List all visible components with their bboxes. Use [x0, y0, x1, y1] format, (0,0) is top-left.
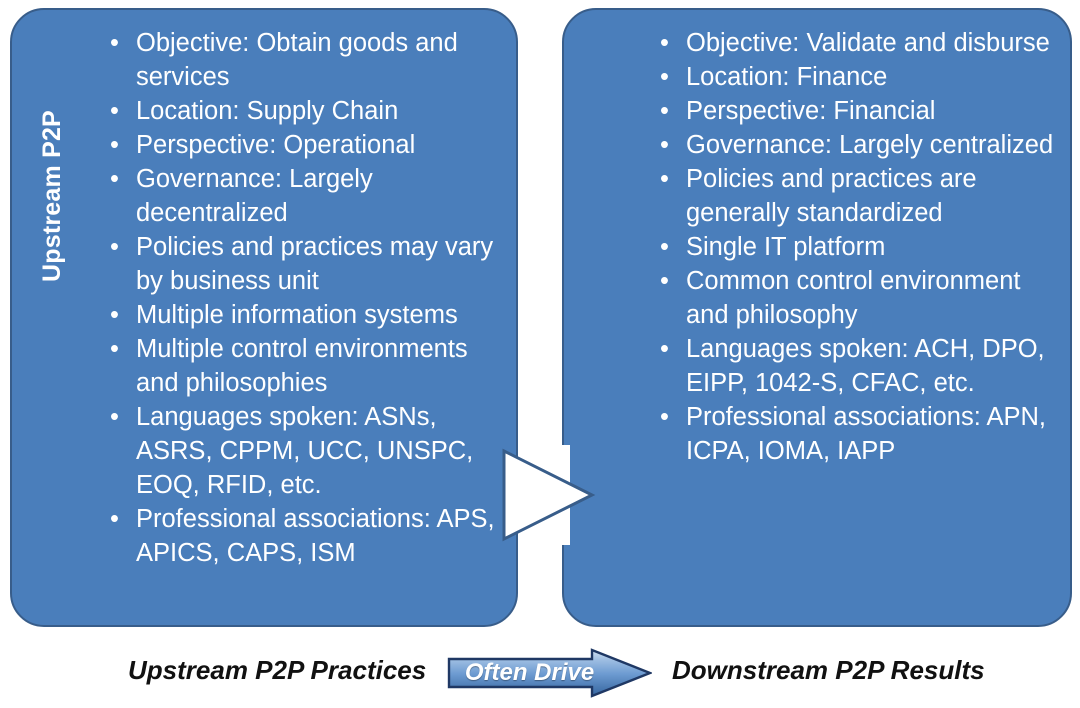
list-item: Professional associations: APN, ICPA, IO…: [660, 400, 1058, 468]
downstream-p2p-bullet-list: Objective: Validate and disburse Locatio…: [660, 26, 1058, 468]
list-item: Languages spoken: ACH, DPO, EIPP, 1042-S…: [660, 332, 1058, 400]
list-item: Perspective: Operational: [110, 128, 500, 162]
right-caption: Downstream P2P Results: [672, 655, 985, 685]
list-item: Common control environment and philosoph…: [660, 264, 1058, 332]
list-item: Single IT platform: [660, 230, 1058, 264]
right-arrow-icon: [502, 445, 596, 545]
left-caption: Upstream P2P Practices: [128, 655, 427, 685]
list-item: Policies and practices may vary by busin…: [110, 230, 500, 298]
often-drive-arrow: [447, 648, 652, 698]
list-item: Multiple information systems: [110, 298, 500, 332]
list-item: Objective: Validate and disburse: [660, 26, 1058, 60]
list-item: Policies and practices are generally sta…: [660, 162, 1058, 230]
list-item: Location: Supply Chain: [110, 94, 500, 128]
list-item: Governance: Largely decentralized: [110, 162, 500, 230]
list-item: Location: Finance: [660, 60, 1058, 94]
upstream-p2p-side-label: Upstream P2P: [38, 110, 66, 282]
list-item: Perspective: Financial: [660, 94, 1058, 128]
list-item: Multiple control environments and philos…: [110, 332, 500, 400]
list-item: Governance: Largely centralized: [660, 128, 1058, 162]
list-item: Languages spoken: ASNs, ASRS, CPPM, UCC,…: [110, 400, 500, 502]
list-item: Professional associations: APS, APICS, C…: [110, 502, 500, 570]
list-item: Objective: Obtain goods and services: [110, 26, 500, 94]
upstream-p2p-bullet-list: Objective: Obtain goods and services Loc…: [110, 26, 500, 570]
